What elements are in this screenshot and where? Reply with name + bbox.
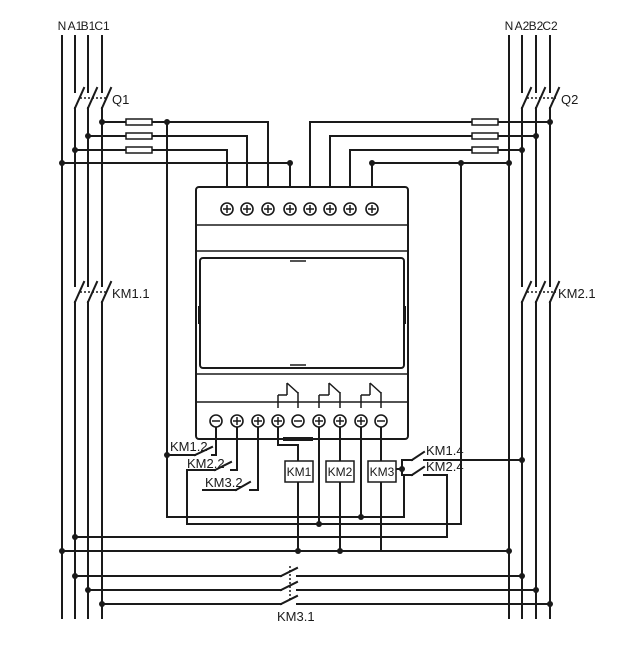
bus-label-n-right: N <box>505 19 514 33</box>
bus-label-c1: C1 <box>94 19 110 33</box>
terminal <box>230 414 244 428</box>
left-bus-lines <box>61 35 103 619</box>
terminal <box>374 414 388 428</box>
fuse-c2 <box>471 118 499 126</box>
device-display-window <box>199 257 405 369</box>
coil-km2-label: KM2 <box>328 465 353 479</box>
terminal <box>271 414 285 428</box>
bus-label-b1: B1 <box>81 19 96 33</box>
aux-km1-2-label: KM1.2 <box>170 439 208 454</box>
contact-km1-1: KM1.1 <box>73 280 150 304</box>
coil-km1: KM1 <box>284 460 314 483</box>
bus-label-b2: B2 <box>529 19 544 33</box>
breaker-q1: Q1 <box>73 86 129 110</box>
internal-relay-contacts <box>277 382 382 408</box>
terminal <box>303 202 317 216</box>
aux-km2-4-label: KM2.4 <box>426 459 464 474</box>
contact-km1-1-label: KM1.1 <box>112 286 150 301</box>
fuse-b2 <box>471 132 499 140</box>
terminal <box>240 202 254 216</box>
bus-label-n-left: N <box>58 19 67 33</box>
ats-device <box>195 186 409 441</box>
coil-km3-label: KM3 <box>370 465 395 479</box>
right-fuse-wiring <box>309 118 551 209</box>
aux-km1-4-label: KM1.4 <box>426 443 464 458</box>
aux-km2-2-label: KM2.2 <box>187 456 225 471</box>
fuse-a1 <box>125 146 153 154</box>
terminal <box>354 414 368 428</box>
terminal <box>291 414 305 428</box>
coil-km3: KM3 <box>367 460 397 483</box>
breaker-q2: Q2 <box>520 86 578 110</box>
contact-km2-1-label: KM2.1 <box>558 286 596 301</box>
top-terminals <box>220 202 379 216</box>
terminal <box>261 202 275 216</box>
terminal <box>283 202 297 216</box>
breaker-q1-label: Q1 <box>112 92 129 107</box>
control-wiring: KM1.2 KM2.2 KM3.2 <box>61 427 523 552</box>
bottom-terminals <box>209 414 388 428</box>
terminal <box>220 202 234 216</box>
terminal <box>323 202 337 216</box>
terminal <box>251 414 265 428</box>
contact-km3-1-label: KM3.1 <box>277 609 315 624</box>
left-bus-labels: N A1 B1 C1 <box>58 19 110 33</box>
fuse-c1 <box>125 118 153 126</box>
terminal <box>312 414 326 428</box>
bus-label-a1: A1 <box>68 19 83 33</box>
left-fuse-wiring <box>61 118 291 209</box>
breaker-q2-label: Q2 <box>561 92 578 107</box>
coil-km2: KM2 <box>325 460 355 483</box>
fuse-b1 <box>125 132 153 140</box>
right-bus-labels: N A2 B2 C2 <box>505 19 558 33</box>
terminal <box>333 414 347 428</box>
junction-dots <box>59 119 553 607</box>
contact-km3-1: KM3.1 <box>74 566 551 624</box>
terminal <box>209 414 223 428</box>
terminal <box>343 202 357 216</box>
terminal <box>365 202 379 216</box>
aux-km3-2-label: KM3.2 <box>205 475 243 490</box>
coil-km1-label: KM1 <box>287 465 312 479</box>
contact-km2-1: KM2.1 <box>520 280 596 304</box>
bus-label-c2: C2 <box>542 19 558 33</box>
fuse-a2 <box>471 146 499 154</box>
bus-label-a2: A2 <box>515 19 530 33</box>
right-bus-lines <box>508 35 551 619</box>
